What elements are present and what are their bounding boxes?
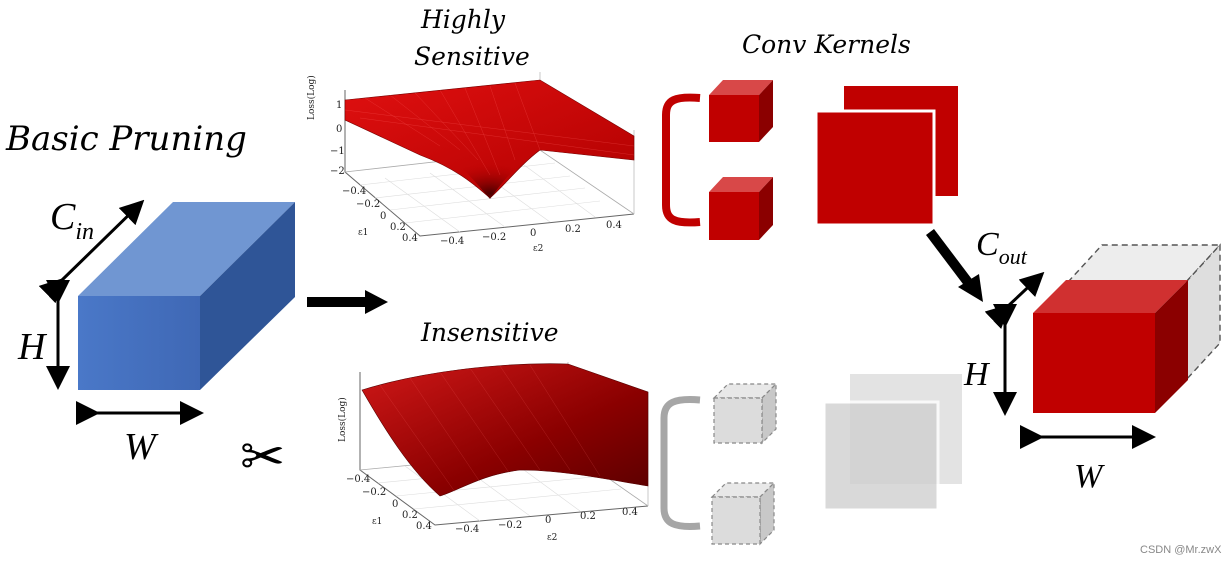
bottom-ytick: 0.2 <box>580 511 596 522</box>
w-label-left: W <box>124 426 156 468</box>
bottom-xtick: 0 <box>392 499 399 510</box>
top-ztick: −2 <box>330 166 345 177</box>
insensitive-label: Insensitive <box>421 318 559 347</box>
arrow-to-output <box>926 228 983 302</box>
h-label-right: H <box>964 356 989 393</box>
kernel-bracket-bottom <box>660 396 701 530</box>
kernel-cube-top-1 <box>709 80 773 142</box>
top-ytick: 0.2 <box>565 224 581 235</box>
top-xtick: 0.2 <box>390 222 406 233</box>
top-ztick: 1 <box>336 100 343 111</box>
top-ylabel: ε2 <box>533 244 544 254</box>
top-ztick: −1 <box>330 146 345 157</box>
input-tensor <box>78 202 295 390</box>
basic-pruning-title: Basic Pruning <box>6 119 247 159</box>
watermark: CSDN @Mr.zwX <box>1140 544 1222 556</box>
pruned-cube-2 <box>710 481 776 546</box>
pruned-square <box>822 374 962 512</box>
top-ztick: 0 <box>336 124 343 135</box>
bottom-xtick: 0.4 <box>416 521 432 532</box>
top-xtick: −0.4 <box>342 186 367 197</box>
top-ytick: −0.2 <box>482 232 507 243</box>
top-xtick: 0.4 <box>402 233 418 244</box>
top-ytick: −0.4 <box>440 236 465 247</box>
h-label-left: H <box>18 326 46 368</box>
output-ghost <box>1066 243 1222 382</box>
cout-label: Cout <box>976 226 1027 269</box>
kernel-bracket-top <box>662 93 701 227</box>
output-tensor <box>1033 280 1188 413</box>
bottom-ylabel: ε2 <box>547 533 558 543</box>
top-xtick: 0 <box>380 211 387 222</box>
bottom-zlabel: Loss(Log) <box>338 397 348 442</box>
cout-arrow <box>984 271 1045 330</box>
kernel-cube-top-2 <box>709 177 773 240</box>
cin-arrow <box>38 199 145 304</box>
top-xtick: −0.2 <box>356 199 381 210</box>
conv-kernels-label: Conv Kernels <box>742 30 911 59</box>
bottom-xlabel: ε1 <box>372 517 383 527</box>
sensitive-label: Sensitive <box>414 42 530 71</box>
w-label-right: W <box>1074 458 1103 495</box>
cin-label: Cin <box>50 196 95 245</box>
flow-arrow <box>307 290 388 314</box>
top-ytick: 0 <box>530 228 537 239</box>
pruned-cube-1 <box>712 382 778 445</box>
bottom-ytick: −0.4 <box>455 524 480 535</box>
bottom-xtick: −0.4 <box>346 474 371 485</box>
scissors-icon: ✂ <box>240 425 286 488</box>
bottom-ytick: 0 <box>545 515 552 526</box>
bottom-ytick: 0.4 <box>622 507 638 518</box>
kernel-square-top <box>814 86 958 227</box>
top-xlabel: ε1 <box>358 228 369 238</box>
bottom-xtick: −0.2 <box>362 487 387 498</box>
top-zlabel: Loss(Log) <box>307 75 317 120</box>
plot-bottom <box>359 362 649 526</box>
bottom-ytick: −0.2 <box>498 520 523 531</box>
plot-top <box>344 72 635 237</box>
highly-label: Highly <box>421 5 506 34</box>
bottom-xtick: 0.2 <box>402 510 418 521</box>
top-ytick: 0.4 <box>606 220 622 231</box>
